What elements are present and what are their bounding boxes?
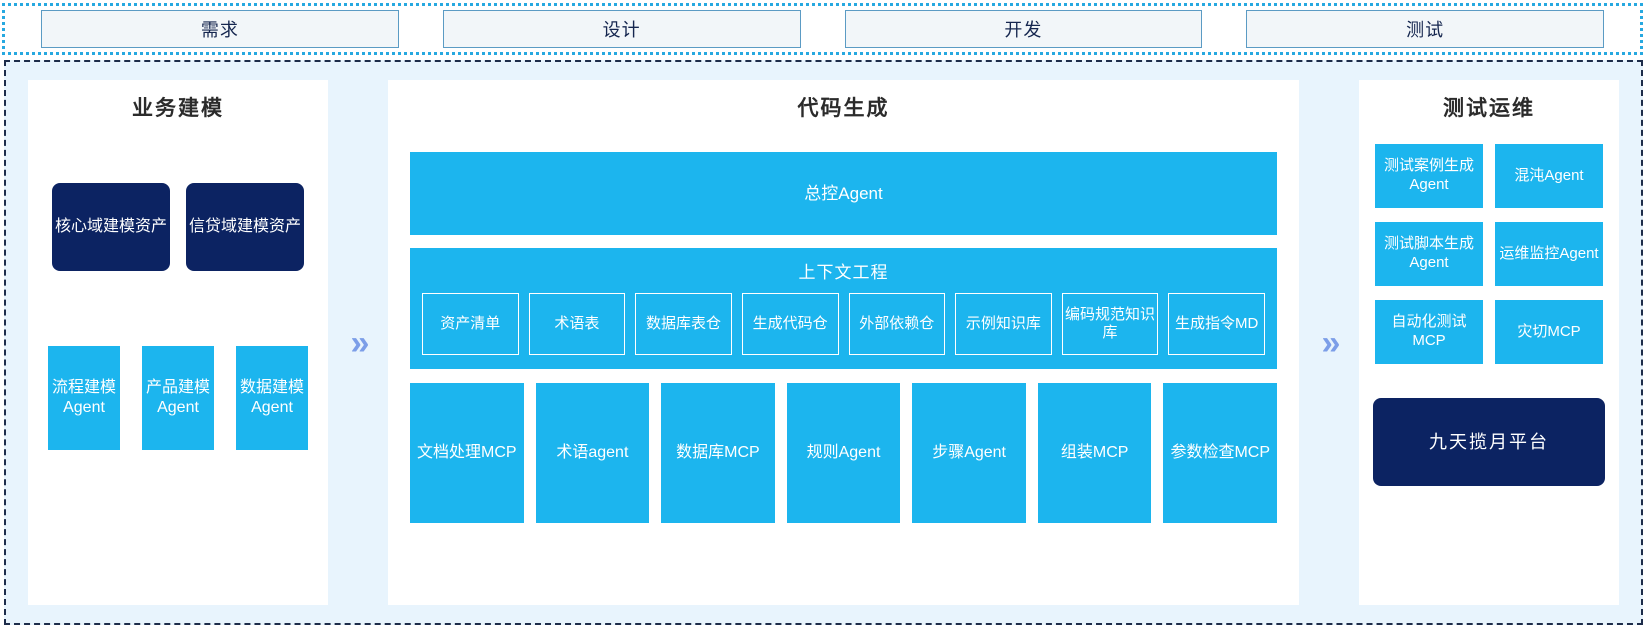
stage-label: 需求	[200, 20, 239, 40]
testops-tile-ops-monitoring-agent[interactable]: 运维监控Agent	[1495, 222, 1603, 286]
tool-tile-glossary-agent[interactable]: 术语agent	[535, 383, 650, 523]
panel-business-modeling: 业务建模 核心域建模资产 信贷域建模资产 流程建模Agent 产品建模Agent…	[28, 80, 328, 605]
stage-box-requirement[interactable]: 需求	[41, 10, 399, 48]
context-item-label: 生成指令MD	[1175, 315, 1259, 332]
tool-tile-assembly-mcp[interactable]: 组装MCP	[1037, 383, 1152, 523]
tile-label: 流程建模Agent	[51, 379, 116, 416]
panel-title-code-generation: 代码生成	[797, 97, 890, 120]
tile-label: 规则Agent	[806, 444, 881, 461]
tile-label: 测试案例生成Agent	[1383, 157, 1474, 193]
context-item-db-table-repo[interactable]: 数据库表仓	[635, 293, 732, 355]
tool-tile-database-mcp[interactable]: 数据库MCP	[661, 383, 775, 523]
context-item-asset-list[interactable]: 资产清单	[422, 293, 519, 355]
context-item-generated-code-repo[interactable]: 生成代码仓	[741, 293, 839, 355]
panel-code-generation: 代码生成 总控Agent 上下文工程 资产清单 术语表	[388, 80, 1299, 605]
tile-label: 测试脚本生成Agent	[1383, 235, 1474, 271]
tile-label: 组装MCP	[1060, 444, 1129, 461]
tile-label: 自动化测试MCP	[1391, 313, 1467, 349]
context-item-label: 术语表	[554, 315, 600, 332]
tile-label: 运维监控Agent	[1499, 244, 1599, 262]
stage-label: 测试	[1406, 20, 1445, 40]
context-engineering-block: 上下文工程 资产清单 术语表 数据库表仓 生成代码仓	[410, 248, 1277, 369]
panel-title-test-ops: 测试运维	[1443, 97, 1535, 120]
agent-tile-data-modeling[interactable]: 数据建模Agent	[236, 346, 308, 450]
context-item-coding-standard-knowledge-base[interactable]: 编码规范知识库	[1061, 293, 1159, 355]
testops-tile-automated-test-mcp[interactable]: 自动化测试MCP	[1375, 300, 1483, 364]
testops-tile-test-case-generation-agent[interactable]: 测试案例生成Agent	[1375, 144, 1483, 208]
chevron-right-icon-right: »	[1299, 80, 1359, 605]
chevron-glyph: »	[350, 323, 370, 362]
testops-tile-chaos-agent[interactable]: 混沌Agent	[1495, 144, 1603, 208]
context-item-label: 编码规范知识库	[1065, 306, 1156, 341]
code-generation-body: 总控Agent 上下文工程 资产清单 术语表 数据库表仓	[388, 128, 1299, 523]
stage-box-testing[interactable]: 测试	[1246, 10, 1604, 48]
tool-tile-document-processing-mcp[interactable]: 文档处理MCP	[410, 383, 524, 523]
testops-tile-disaster-switch-mcp[interactable]: 灾切MCP	[1495, 300, 1603, 364]
stage-box-development[interactable]: 开发	[844, 10, 1203, 48]
platform-label: 九天揽月平台	[1429, 431, 1549, 452]
chevron-glyph: »	[1321, 323, 1341, 362]
context-item-example-knowledge-base[interactable]: 示例知识库	[955, 293, 1052, 355]
tool-tile-step-agent[interactable]: 步骤Agent	[912, 383, 1026, 523]
business-asset-group: 核心域建模资产 信贷域建模资产	[52, 183, 304, 271]
context-item-generation-instruction-md[interactable]: 生成指令MD	[1168, 293, 1265, 355]
context-item-label: 生成代码仓	[752, 315, 828, 332]
tile-label: 参数检查MCP	[1170, 444, 1271, 461]
platform-box-jiutian-lanyue[interactable]: 九天揽月平台	[1373, 398, 1605, 486]
tool-tile-rule-agent[interactable]: 规则Agent	[786, 383, 901, 523]
tile-label: 文档处理MCP	[417, 444, 517, 461]
context-item-label: 外部依赖仓	[859, 315, 935, 332]
context-engineering-title: 上下文工程	[798, 263, 889, 282]
asset-tile-core-domain[interactable]: 核心域建模资产	[52, 183, 170, 271]
tile-label: 数据建模Agent	[239, 379, 304, 416]
context-item-label: 资产清单	[440, 315, 501, 332]
agent-tile-product-modeling[interactable]: 产品建模Agent	[142, 346, 214, 450]
master-agent-label: 总控Agent	[804, 183, 883, 203]
tile-label: 信贷域建模资产	[189, 218, 302, 235]
asset-tile-credit-domain[interactable]: 信贷域建模资产	[186, 183, 304, 271]
tile-label: 混沌Agent	[1514, 166, 1584, 184]
tile-label: 产品建模Agent	[145, 379, 210, 416]
context-item-external-dependency-repo[interactable]: 外部依赖仓	[848, 293, 946, 355]
business-agent-group: 流程建模Agent 产品建模Agent 数据建模Agent	[48, 346, 308, 450]
master-agent-bar[interactable]: 总控Agent	[410, 152, 1277, 235]
testops-tile-test-script-generation-agent[interactable]: 测试脚本生成Agent	[1375, 222, 1483, 286]
panel-test-ops: 测试运维 测试案例生成Agent 混沌Agent 测试脚本生成Agent 运维监…	[1359, 80, 1619, 605]
context-item-label: 示例知识库	[965, 315, 1041, 332]
tile-label: 灾切MCP	[1517, 322, 1581, 340]
tile-label: 数据库MCP	[676, 444, 760, 461]
context-item-row: 资产清单 术语表 数据库表仓 生成代码仓 外部依赖仓	[422, 293, 1265, 355]
stage-box-design[interactable]: 设计	[442, 10, 801, 48]
stage-label: 设计	[602, 20, 641, 40]
tile-label: 术语agent	[556, 444, 629, 461]
main-region: 业务建模 核心域建模资产 信贷域建模资产 流程建模Agent 产品建模Agent…	[4, 60, 1643, 625]
chevron-right-icon-left: »	[328, 80, 388, 605]
stage-label: 开发	[1004, 20, 1043, 40]
agent-tile-process-modeling[interactable]: 流程建模Agent	[48, 346, 120, 450]
test-ops-tile-grid: 测试案例生成Agent 混沌Agent 测试脚本生成Agent 运维监控Agen…	[1375, 144, 1603, 364]
tool-tile-parameter-check-mcp[interactable]: 参数检查MCP	[1163, 383, 1278, 523]
stage-strip: 需求 设计 开发 测试	[2, 3, 1643, 55]
context-item-label: 数据库表仓	[646, 315, 722, 332]
tile-label: 核心域建模资产	[55, 218, 168, 235]
tile-label: 步骤Agent	[932, 444, 1007, 461]
context-item-glossary[interactable]: 术语表	[528, 293, 626, 355]
panel-title-business-modeling: 业务建模	[132, 97, 224, 120]
tool-tile-row: 文档处理MCP 术语agent 数据库MCP 规则Agent 步骤Agent	[410, 383, 1278, 523]
